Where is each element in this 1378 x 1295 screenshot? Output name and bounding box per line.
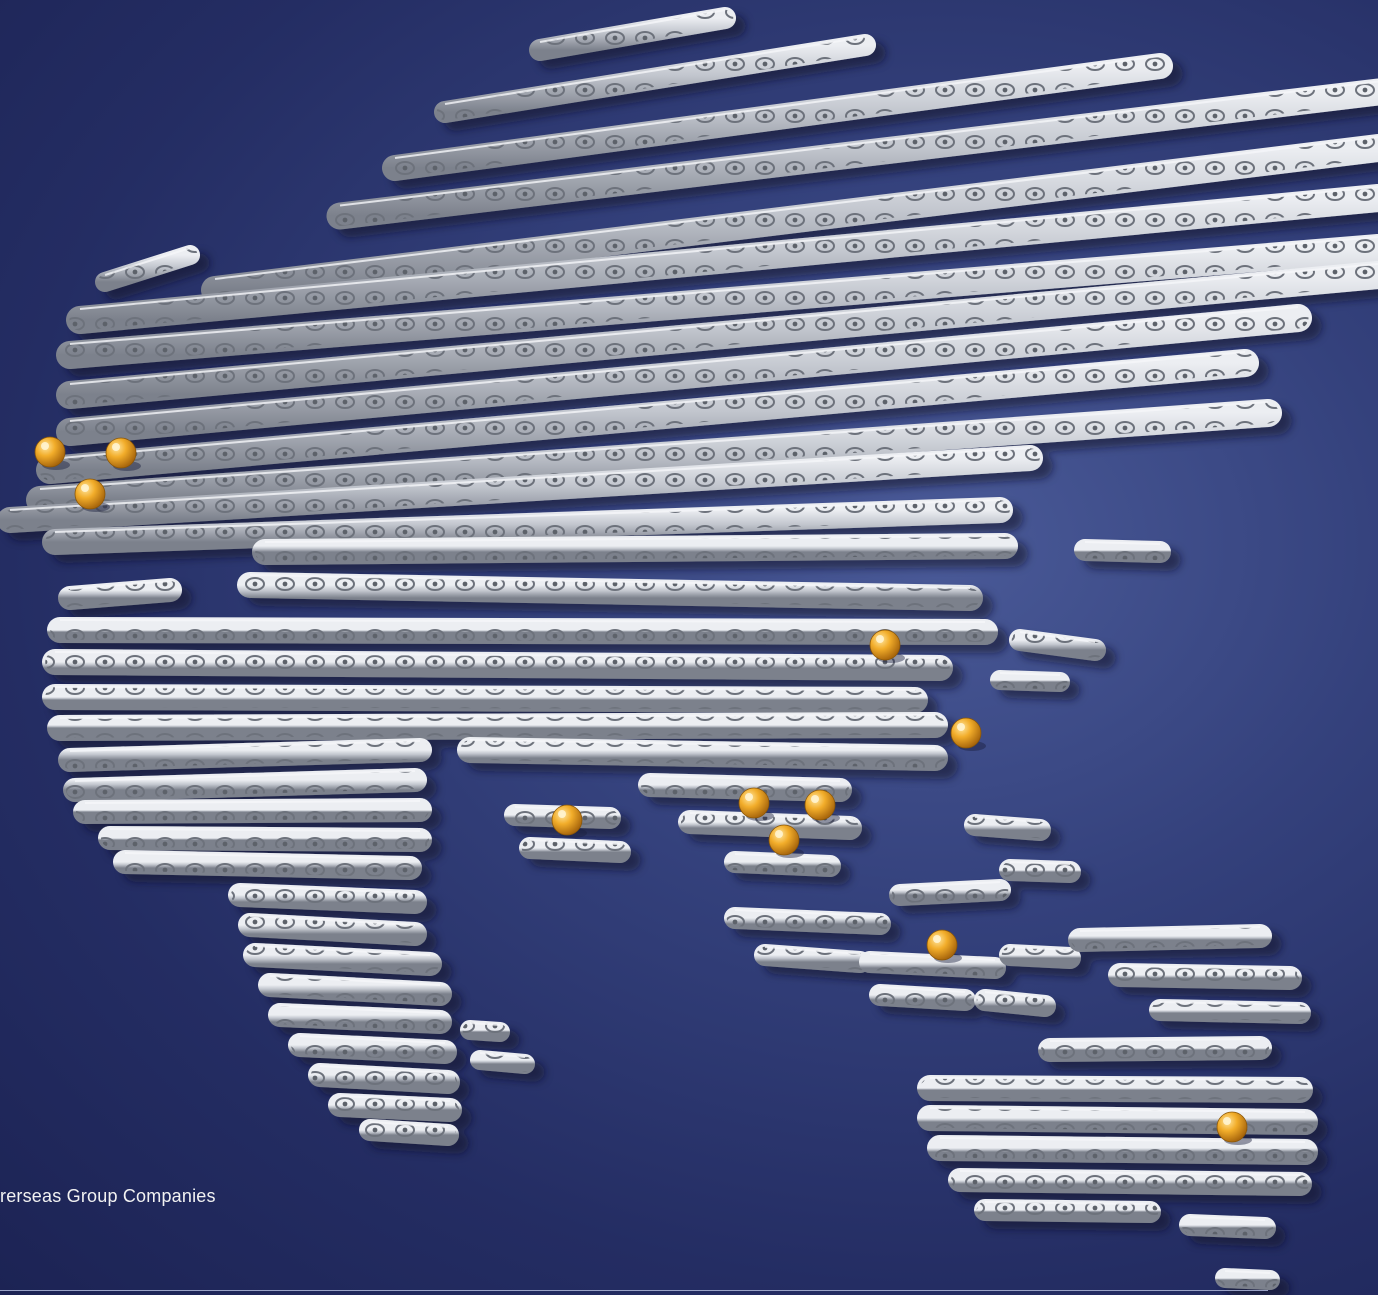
location-marker-pin	[738, 787, 774, 821]
location-marker-pin	[74, 478, 110, 512]
chain-strip	[36, 349, 1259, 484]
chain-strip	[1074, 539, 1171, 563]
chain-strip	[917, 1075, 1313, 1103]
location-marker-pin	[768, 824, 804, 858]
location-marker-pin	[105, 437, 141, 471]
chain-strip	[999, 859, 1081, 883]
chain-strip	[1149, 999, 1311, 1024]
chain-strip	[457, 737, 948, 771]
chain-strip	[308, 1063, 460, 1094]
chain-strip	[56, 261, 1378, 409]
chain-strip	[724, 851, 841, 877]
chain-strip	[1068, 924, 1272, 952]
overseas-group-companies-label: rerseas Group Companies	[0, 1186, 216, 1206]
chain-strip	[927, 1135, 1318, 1165]
chain-strip	[974, 989, 1056, 1017]
chain-strip	[42, 649, 953, 681]
chain-strip	[470, 1050, 535, 1074]
chain-strip	[47, 712, 948, 741]
chain-strip	[95, 245, 200, 292]
chain-strip	[1215, 1268, 1280, 1290]
chain-strip	[948, 1168, 1312, 1196]
chain-strip	[258, 973, 452, 1006]
bottom-divider	[0, 1290, 1268, 1291]
chain-strip	[1179, 1214, 1276, 1239]
chain-strip	[1038, 1036, 1272, 1062]
chain-strip	[529, 7, 736, 61]
chain-strip	[754, 944, 871, 973]
chain-strip	[382, 53, 1173, 181]
chain-strip	[359, 1119, 459, 1146]
chain-strip	[58, 578, 182, 610]
location-marker-pin	[926, 929, 962, 963]
chain-strip	[58, 738, 432, 772]
chain-strip	[999, 944, 1081, 969]
location-marker-pin	[1216, 1111, 1252, 1145]
chain-strip	[26, 399, 1282, 514]
chain-strip	[519, 837, 631, 863]
chain-strip	[638, 773, 852, 802]
chain-strip	[869, 984, 976, 1011]
chain-strip	[42, 684, 928, 713]
chain-strip	[238, 913, 427, 946]
chain-strip	[98, 826, 432, 852]
location-marker-pin	[869, 629, 905, 663]
chain-strip	[228, 883, 427, 914]
chain-strips	[0, 7, 1378, 1290]
chain-strip	[56, 234, 1378, 369]
location-marker-pin	[950, 717, 986, 751]
chain-strip	[0, 445, 1043, 533]
chain-strip	[326, 78, 1378, 230]
location-markers	[34, 436, 1252, 1145]
chain-strip	[56, 304, 1312, 446]
chain-strip	[237, 572, 983, 611]
location-marker-pin	[551, 804, 587, 838]
chain-strip	[917, 1105, 1318, 1135]
chain-strip	[73, 798, 432, 824]
chain-strip	[113, 850, 422, 880]
chain-strip	[889, 879, 1011, 906]
chain-strip	[66, 184, 1378, 334]
chain-strip	[243, 943, 442, 976]
chain-strip	[288, 1033, 457, 1064]
chain-strip	[434, 34, 876, 123]
chain-strip	[964, 814, 1051, 841]
chain-strip	[724, 907, 891, 935]
chain-strip	[47, 617, 998, 645]
chain-strip	[974, 1199, 1161, 1223]
location-marker-pin	[804, 789, 840, 823]
chain-strip	[252, 533, 1018, 565]
chain-strip	[990, 670, 1070, 692]
chain-strip	[63, 768, 427, 802]
chain-strip	[1009, 629, 1106, 661]
chain-strip	[1108, 963, 1302, 990]
chain-strip	[42, 497, 1013, 555]
chain-strip	[268, 1003, 452, 1034]
chain-strip	[201, 134, 1378, 304]
chain-strip	[460, 1020, 510, 1042]
location-marker-pin	[34, 436, 70, 470]
chain-strip	[328, 1093, 462, 1122]
